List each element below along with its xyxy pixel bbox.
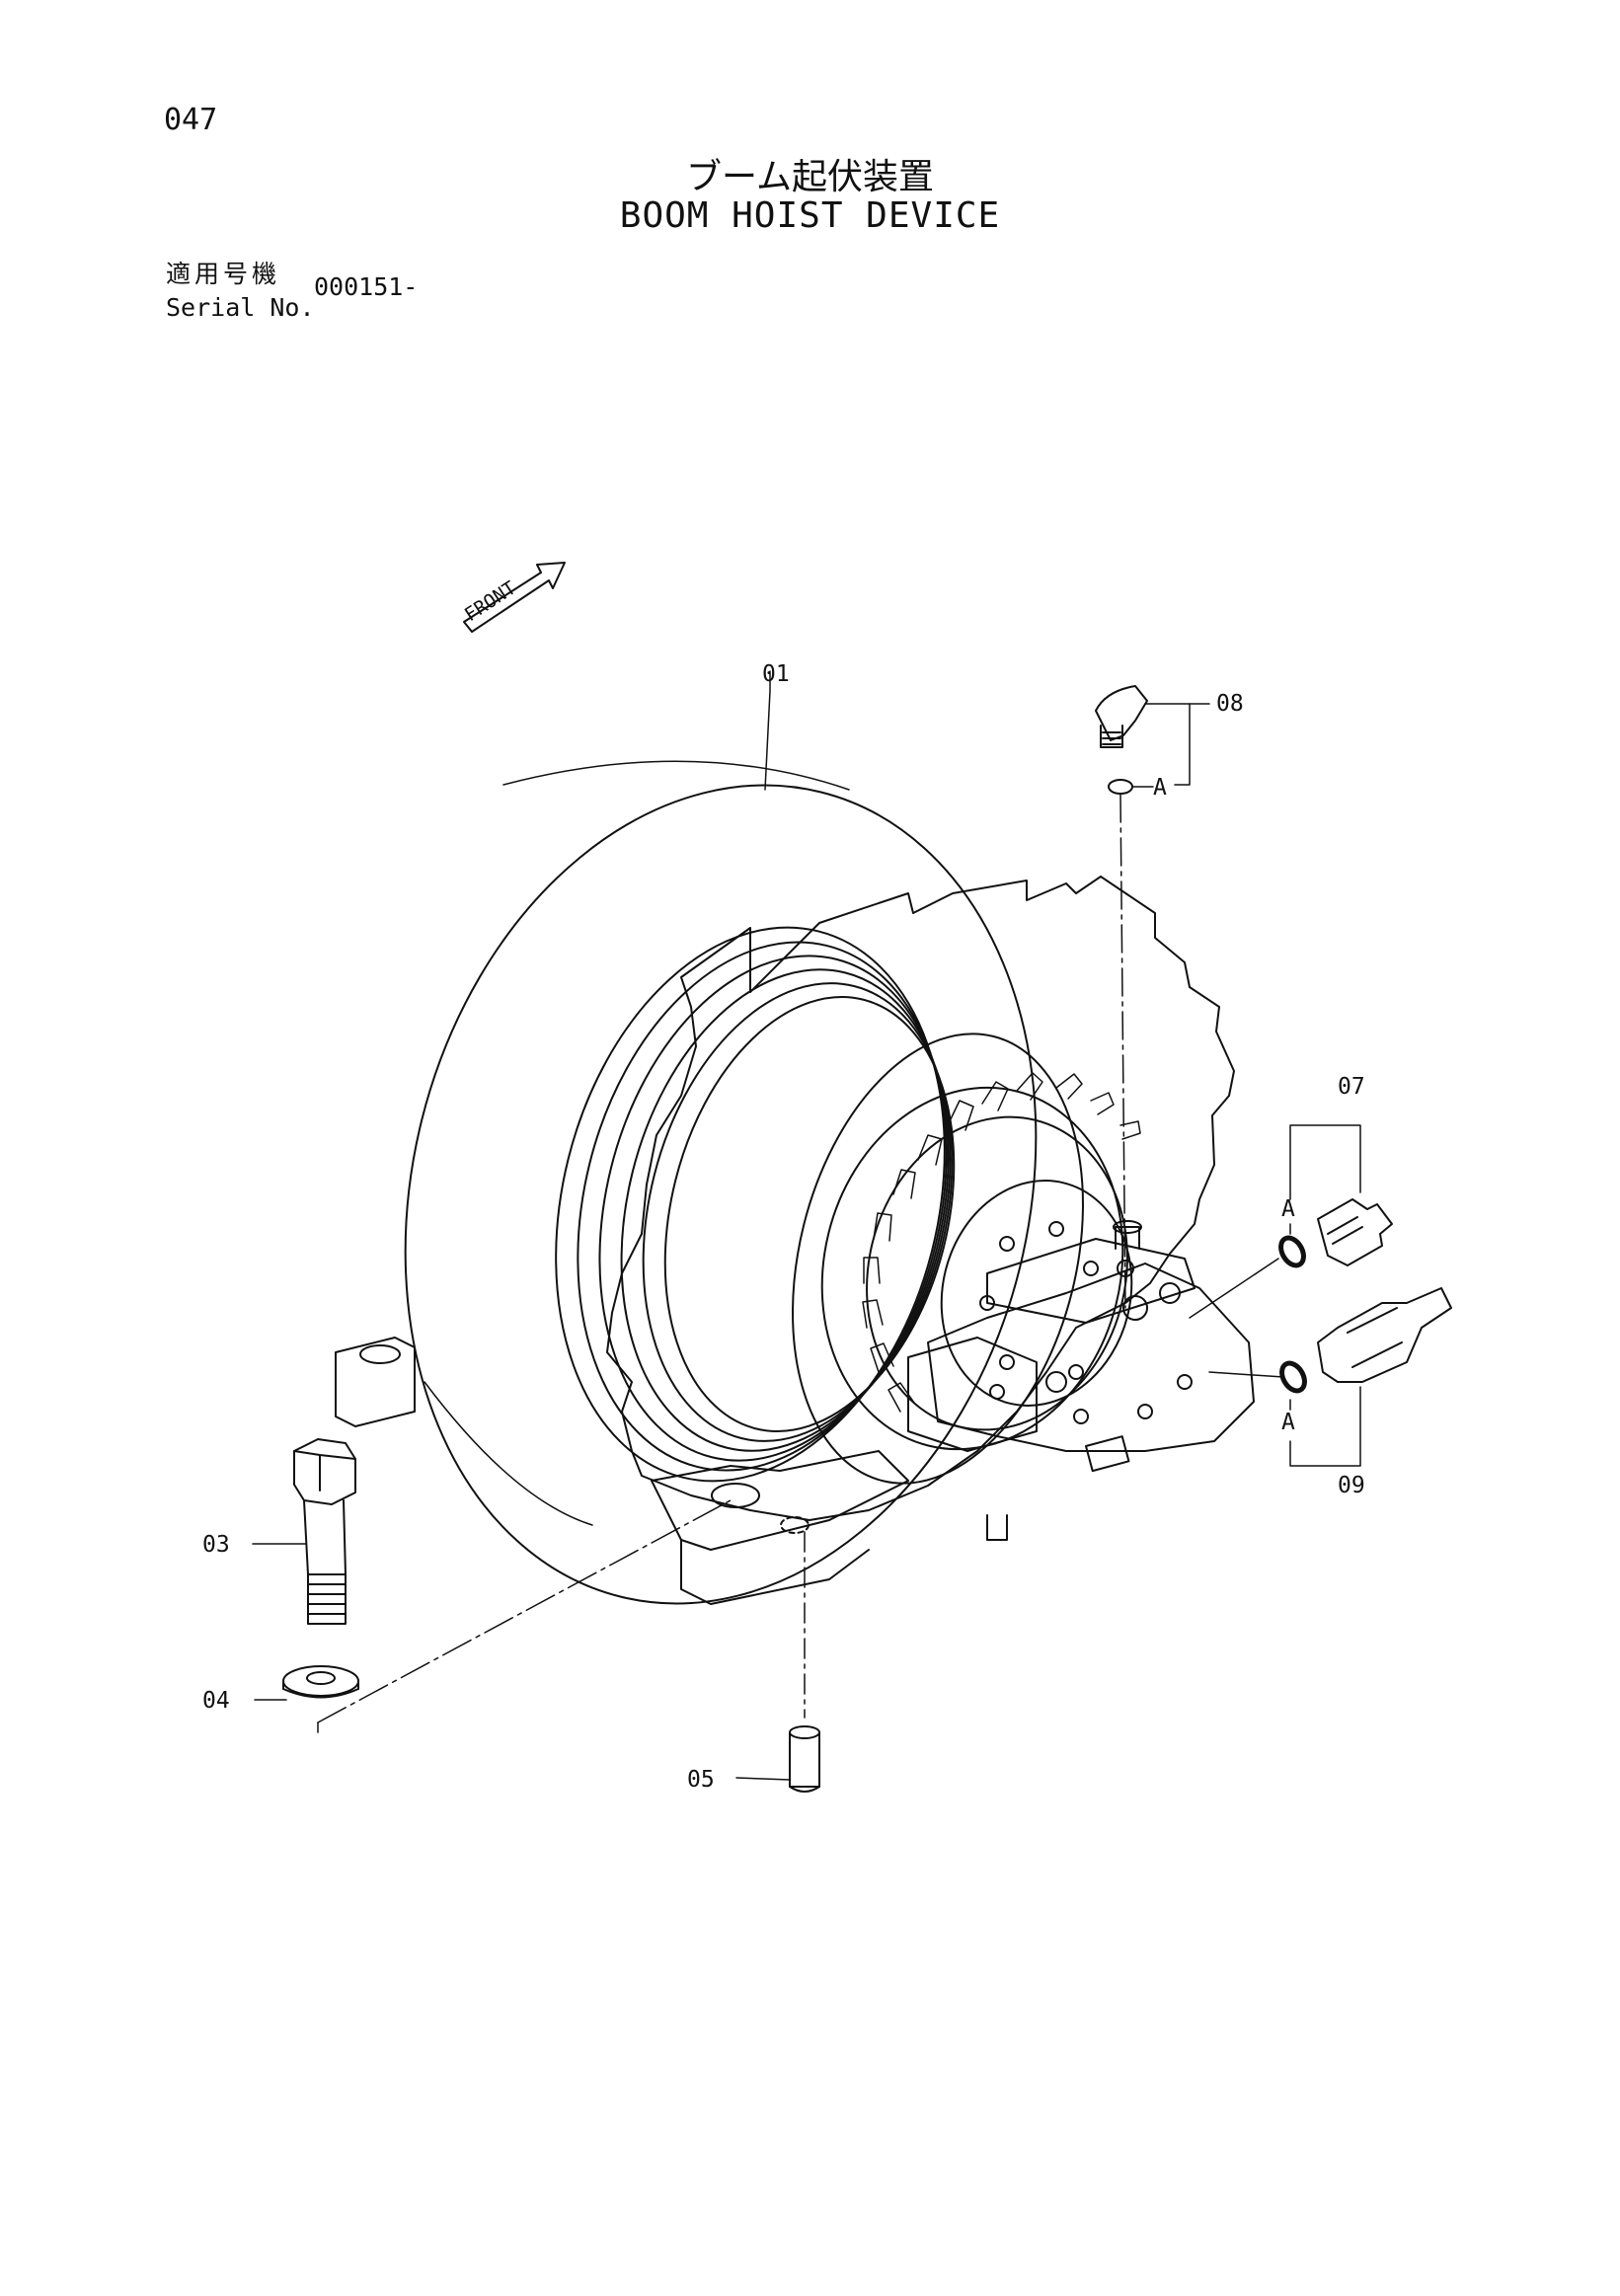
callout-04: 04 (202, 1688, 230, 1714)
part-07-o-ring (1278, 1235, 1306, 1268)
ref-mark-a-07: A (1281, 1196, 1295, 1222)
part-09-connector (1279, 1287, 1452, 1394)
callout-08: 08 (1216, 691, 1244, 717)
title-english: BOOM HOIST DEVICE (619, 195, 1001, 236)
callout-07: 07 (1338, 1074, 1365, 1100)
part-04-washer (282, 1665, 359, 1699)
serial-number-value: 000151- (314, 272, 419, 301)
ref-mark-a-09: A (1281, 1410, 1295, 1435)
part-07-connector (1278, 1198, 1393, 1268)
callout-05: 05 (687, 1767, 715, 1793)
callout-01: 01 (762, 661, 790, 687)
part-01-hoist-drum-assembly (335, 760, 1235, 1605)
page-number: 047 (164, 103, 218, 137)
part-08-o-ring (1108, 779, 1133, 795)
callout-09: 09 (1338, 1473, 1365, 1498)
callout-03: 03 (202, 1532, 230, 1558)
front-direction-arrow: FRONT (461, 562, 566, 633)
part-05-pin (789, 1725, 820, 1793)
part-03-bolt (293, 1438, 356, 1625)
callout-labels: 01 03 04 05 07 08 09 A A A (202, 661, 1365, 1793)
assembly-leader-lines (252, 670, 1361, 1781)
hydraulic-motor-valve-block (907, 1220, 1255, 1541)
serial-label-english: Serial No. (166, 293, 315, 322)
part-09-o-ring (1279, 1360, 1307, 1394)
ref-mark-a-08: A (1153, 775, 1167, 801)
serial-label-japanese: 適用号機 (166, 260, 281, 288)
title-japanese: ブーム起伏装置 (686, 157, 934, 197)
part-08-elbow-fitting (1095, 685, 1148, 795)
